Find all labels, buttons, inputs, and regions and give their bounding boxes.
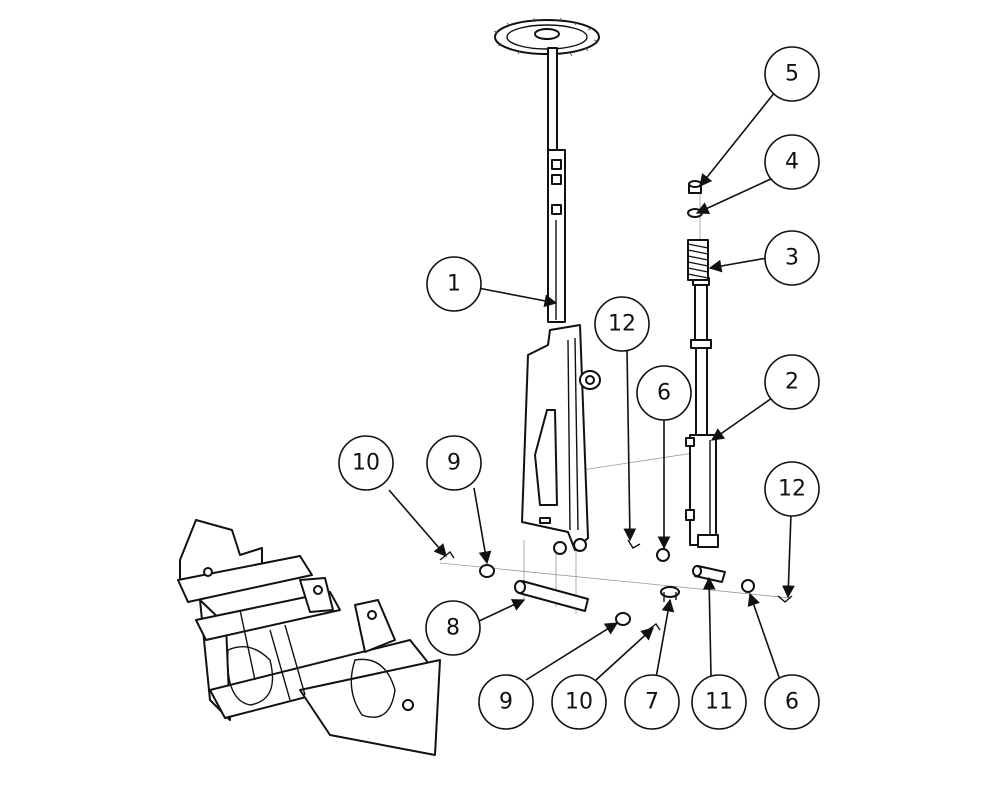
long-pin: [514, 580, 589, 612]
spring: [687, 239, 709, 281]
leader-11: [702, 576, 716, 677]
callout-5-label: 5: [785, 62, 799, 87]
callout-2: 2: [764, 354, 820, 410]
callout-8: 8: [425, 600, 481, 656]
callout-6-upper-label: 6: [657, 381, 671, 406]
leader-5: [699, 91, 776, 188]
cotter-pin-right: [647, 622, 661, 631]
callout-9-upper-label: 9: [447, 451, 461, 476]
callout-6-lower: 6: [764, 674, 820, 730]
callout-4-label: 4: [785, 150, 799, 175]
assembly-axis-lines: [439, 185, 791, 614]
split-pin-upper: [627, 539, 641, 549]
callout-10-lower-label: 10: [565, 690, 593, 715]
leader-12-lower: [782, 513, 795, 599]
callout-10-lower: 10: [551, 674, 607, 730]
leader-12-upper: [623, 348, 637, 542]
leader-3: [708, 257, 768, 273]
leader-9-upper: [473, 487, 492, 565]
cotter-pin-left: [439, 550, 455, 561]
washer-left: [479, 564, 495, 578]
callout-7-label: 7: [645, 690, 659, 715]
callout-9-lower: 9: [478, 674, 534, 730]
callout-10-upper-label: 10: [352, 451, 380, 476]
callout-2-label: 2: [785, 370, 799, 395]
callout-12-lower-label: 12: [778, 477, 806, 502]
leader-1: [477, 287, 558, 308]
leader-2: [710, 397, 773, 441]
callout-12-lower: 12: [764, 461, 820, 517]
leader-10-upper: [388, 489, 447, 557]
callout-11: 11: [691, 674, 747, 730]
callout-12-upper: 12: [594, 296, 650, 352]
leader-10-lower: [595, 627, 654, 681]
callout-3: 3: [764, 230, 820, 286]
callout-11-label: 11: [705, 690, 733, 715]
washer: [687, 208, 703, 218]
bushing-upper: [656, 548, 670, 562]
callout-8-label: 8: [446, 616, 460, 641]
leader-8: [476, 599, 526, 623]
callout-9-upper: 9: [426, 435, 482, 491]
leader-6-lower: [747, 592, 781, 681]
callout-10-upper: 10: [338, 435, 394, 491]
bushing-lower: [741, 579, 755, 593]
depth-control-arm: [493, 17, 601, 555]
leader-7: [655, 598, 675, 679]
leader-9-lower: [525, 622, 619, 681]
callout-1-label: 1: [447, 272, 461, 297]
leader-4: [695, 177, 774, 214]
callout-7: 7: [624, 674, 680, 730]
callouts: 1 2 3 4 5 6 6 7: [338, 46, 820, 730]
callout-6-lower-label: 6: [785, 690, 799, 715]
callout-1: 1: [426, 256, 482, 312]
callout-3-label: 3: [785, 246, 799, 271]
leader-lines: [388, 91, 795, 681]
callout-5: 5: [764, 46, 820, 102]
callout-6-upper: 6: [636, 365, 692, 421]
split-pin-lower: [777, 595, 793, 603]
short-pin: [692, 565, 726, 583]
shaft-assembly: [685, 277, 719, 548]
callout-4: 4: [764, 134, 820, 190]
callout-9-lower-label: 9: [499, 690, 513, 715]
nut: [688, 180, 702, 194]
machine-frame: [177, 519, 441, 756]
washer-right: [615, 612, 631, 626]
callout-12-upper-label: 12: [608, 312, 636, 337]
retaining-clip: [660, 586, 680, 602]
